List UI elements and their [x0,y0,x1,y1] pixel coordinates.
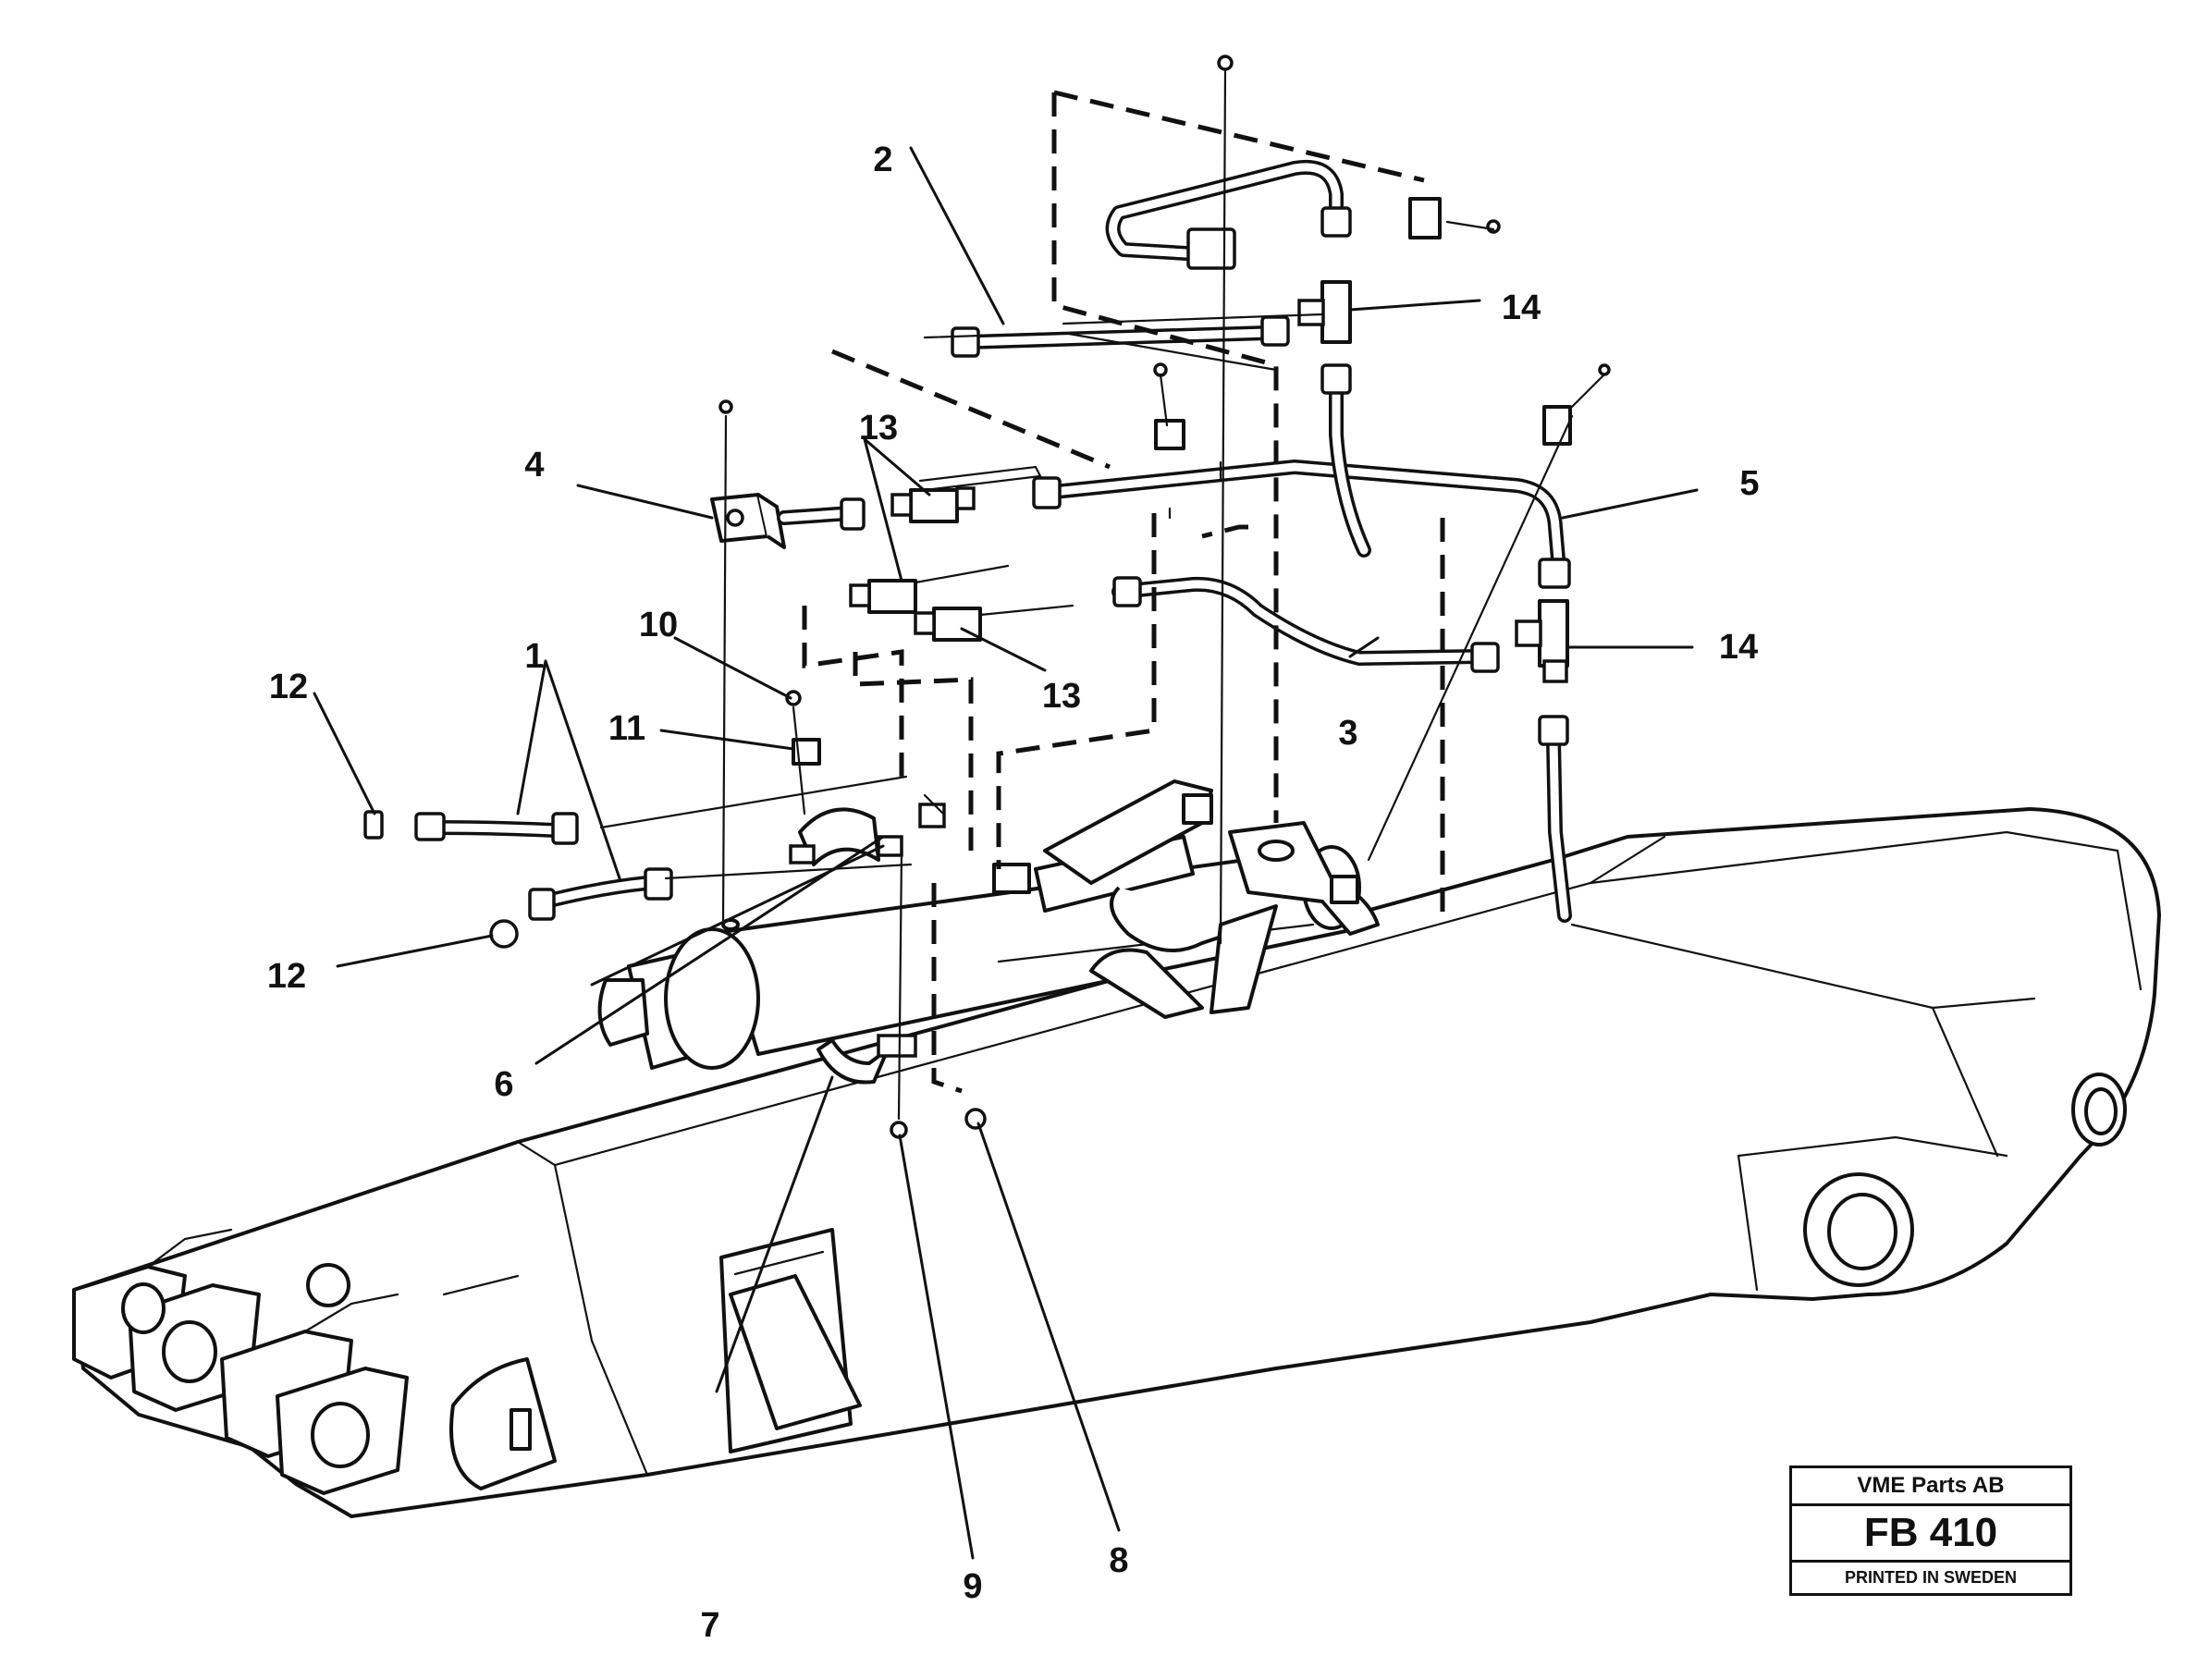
callout-8: 8 [1109,1541,1128,1580]
company-name: VME Parts AB [1792,1468,2069,1506]
callout-5: 5 [1739,464,1759,503]
callout-13-upper: 13 [859,409,898,448]
callout-1: 1 [524,637,544,676]
pipe-clamps [792,197,1572,766]
pipe-3 [1111,576,1500,673]
callout-14-upper: 14 [1502,288,1541,327]
cylinder-clamp-upper [789,793,946,866]
callout-12-upper: 12 [269,668,308,706]
tee-fittings-14 [1297,280,1569,683]
callout-4: 4 [524,446,544,484]
assembly-lines [599,67,1606,1121]
pipe-loop-top [1105,159,1352,270]
callout-3: 3 [1338,714,1357,753]
callout-12-lower: 12 [267,957,306,996]
hose-vertical-upper [1320,363,1371,558]
printed-note: PRINTED IN SWEDEN [1844,1568,2017,1587]
callout-2: 2 [873,141,892,179]
callout-11: 11 [608,709,645,748]
hose-1-upper [363,810,579,845]
hose-1-lower [489,867,673,949]
callout-7: 7 [700,1606,719,1645]
callout-6: 6 [494,1065,513,1104]
hose-2 [951,315,1290,358]
pipe-5 [1032,460,1571,589]
hose-vertical-lower [1538,715,1572,923]
block-4 [710,493,866,549]
callout-14-lower: 14 [1719,628,1758,667]
boom-arm [72,807,2161,1518]
title-block: VME Parts AB FB 410 PRINTED IN SWEDEN [1789,1465,2072,1596]
callout-10: 10 [639,606,678,644]
valves-13 [849,465,1074,642]
cylinder-clamp-lower [817,1034,917,1085]
drawing-code: FB 410 [1792,1506,2069,1563]
hydraulic-cylinder [597,779,1380,1070]
callouts: 1 2 3 4 5 6 7 8 9 10 11 12 12 13 13 14 1… [267,141,1760,1645]
callout-13-lower: 13 [1042,677,1081,716]
leader-lines [313,146,1699,1560]
callout-9: 9 [963,1567,982,1606]
screws-and-washers [718,55,1611,1139]
